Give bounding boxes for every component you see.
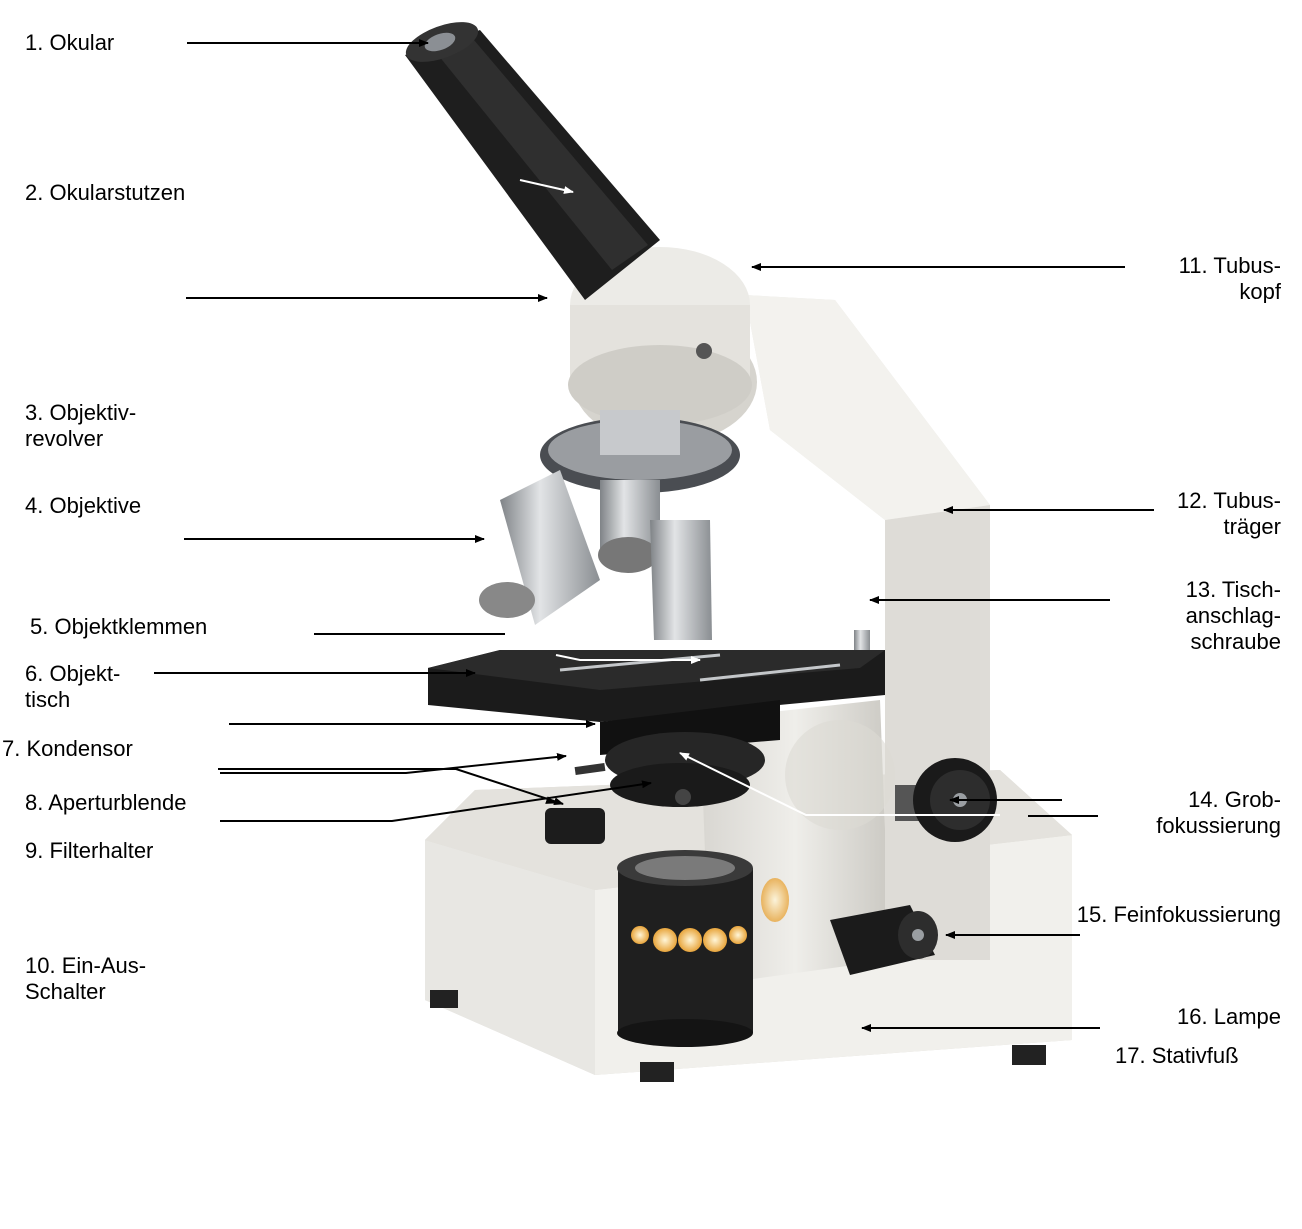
eyepiece-tube-shape (401, 14, 660, 300)
label-lampe: 16. Lampe (1101, 1004, 1281, 1030)
label-tubuskopf: 11. Tubus- kopf (1101, 253, 1281, 303)
label-objektive: 4. Objektive (25, 493, 141, 519)
label-grobfokussierung: 14. Grob- fokussierung (1081, 787, 1281, 839)
label-stativfuss: 17. Stativfuß (1115, 1043, 1295, 1069)
label-okularstutzen: 2. Okularstutzen (25, 180, 185, 206)
label-feinfokussierung: 15. Feinfokussierung (1021, 902, 1281, 928)
label-ein-aus-schalter: 10. Ein-Aus- Schalter (25, 953, 146, 1005)
label-objektklemmen: 5. Objektklemmen (30, 614, 207, 640)
label-objekttisch: 6. Objekt- tisch (25, 661, 120, 711)
label-okular: 1. Okular (25, 30, 114, 56)
label-objektivrevolver: 3. Objektiv- revolver (25, 400, 136, 452)
label-kondensor: 7. Kondensor (2, 736, 133, 762)
label-tischanschlagschraube: 13. Tisch- anschlag- schraube (1101, 577, 1281, 655)
objectives-shape (479, 470, 712, 640)
label-filterhalter: 9. Filterhalter (25, 838, 153, 864)
label-tubustraeger: 12. Tubus- träger (1101, 488, 1281, 540)
label-aperturblende: 8. Aperturblende (25, 790, 186, 816)
